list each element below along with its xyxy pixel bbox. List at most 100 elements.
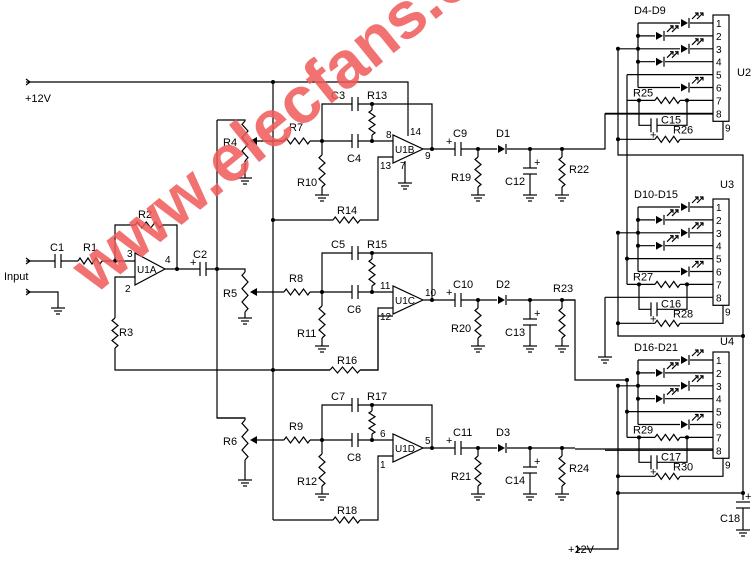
supply-bus bbox=[617, 232, 743, 337]
resistor-r24 bbox=[558, 455, 566, 487]
supply-rail-12v bbox=[26, 81, 409, 136]
led-icon bbox=[681, 356, 688, 364]
pin-number: 3 bbox=[127, 249, 133, 260]
watermark-text: www.elecfans.com bbox=[56, 0, 560, 307]
terminal-arrow-icon bbox=[25, 288, 31, 296]
supply-bus-right bbox=[617, 48, 744, 500]
opamp-u1d-label: U1D bbox=[395, 444, 415, 455]
ic-pin-number: 1 bbox=[716, 203, 722, 214]
cap-wire bbox=[657, 100, 688, 126]
light-emission-arrows-icon bbox=[691, 38, 704, 46]
component-label: C2 bbox=[193, 249, 207, 261]
wiper-arrow-icon bbox=[250, 436, 257, 444]
ch2-to-u4-wire bbox=[562, 299, 627, 381]
resistor-r15 bbox=[368, 258, 376, 287]
component-label: C8 bbox=[347, 452, 361, 464]
wire-gap bbox=[352, 246, 358, 260]
resistor-r16 bbox=[329, 366, 361, 374]
ic-pin-number: 3 bbox=[716, 45, 722, 56]
component-label: R22 bbox=[569, 164, 589, 176]
resistor-r11 bbox=[318, 305, 326, 339]
pin-number: 10 bbox=[425, 288, 437, 299]
component-label: R25 bbox=[633, 87, 653, 99]
ic-pin-number: 5 bbox=[716, 408, 722, 419]
component-label: R16 bbox=[337, 355, 357, 367]
cap-wire bbox=[638, 100, 651, 126]
resistor-r7 bbox=[283, 136, 311, 146]
junction-dot bbox=[430, 147, 434, 151]
supply-label-12v-bottom: +12V bbox=[568, 544, 595, 556]
ic-pin-number: 7 bbox=[716, 433, 722, 444]
component-label: R11 bbox=[297, 328, 316, 340]
component-label: R4 bbox=[223, 137, 237, 149]
pin-number: 14 bbox=[410, 127, 422, 138]
plus-sign: + bbox=[190, 257, 196, 269]
ic-pin-number: 6 bbox=[716, 268, 722, 279]
input-label: Input bbox=[4, 271, 28, 283]
pin-number: 11 bbox=[380, 281, 391, 292]
component-label: R23 bbox=[553, 283, 573, 295]
resistor-r13 bbox=[367, 109, 377, 136]
component-label: R24 bbox=[569, 463, 589, 475]
potentiometer-r5 bbox=[241, 271, 249, 313]
resistor-r17 bbox=[367, 410, 377, 435]
feedback-wire bbox=[321, 404, 433, 448]
component-label: R9 bbox=[289, 421, 303, 433]
pin-number: 9 bbox=[425, 151, 431, 162]
plus-sign: + bbox=[534, 456, 540, 468]
led-group-label: D10-D15 bbox=[634, 189, 678, 201]
led-icon bbox=[656, 368, 663, 377]
terminal-arrow-icon bbox=[25, 78, 31, 86]
ic-pin-number: 9 bbox=[725, 460, 731, 471]
ic-pin-number: 4 bbox=[716, 242, 722, 253]
component-label: R13 bbox=[367, 90, 387, 102]
plus-sign: + bbox=[446, 287, 452, 299]
ic-u3 bbox=[712, 198, 730, 306]
component-label: C11 bbox=[453, 427, 472, 439]
component-label: C1 bbox=[50, 242, 64, 254]
component-label: C13 bbox=[505, 327, 525, 339]
component-label: R6 bbox=[223, 436, 237, 448]
resistor-r19 bbox=[474, 156, 482, 188]
component-label: R26 bbox=[673, 124, 693, 136]
component-label: R2 bbox=[138, 209, 152, 221]
component-label: C18 bbox=[720, 513, 740, 525]
resistor-r28 bbox=[654, 319, 681, 328]
light-emission-arrows-icon bbox=[691, 222, 704, 230]
led-icon bbox=[656, 215, 663, 224]
pin-number: 12 bbox=[380, 312, 392, 323]
component-label: R27 bbox=[633, 271, 653, 283]
resistor-r23 bbox=[558, 307, 566, 339]
light-emission-arrows-icon bbox=[666, 388, 679, 396]
plus-sign: + bbox=[534, 157, 540, 169]
led-icon bbox=[681, 203, 688, 211]
wire-gap bbox=[523, 319, 537, 325]
pin9-wire bbox=[618, 458, 724, 477]
terminal-arrow-icon bbox=[25, 257, 31, 265]
ch1-to-u2-wire bbox=[575, 113, 713, 150]
ic-pin-number: 8 bbox=[716, 293, 722, 304]
resistor-r18 bbox=[332, 516, 361, 524]
ic-label: U2 bbox=[737, 67, 751, 79]
ic-pin-number: 4 bbox=[716, 58, 722, 69]
light-emission-arrows-icon bbox=[691, 76, 704, 84]
resistor-r3 bbox=[111, 317, 119, 349]
junction-dot bbox=[741, 491, 745, 495]
component-label: R14 bbox=[337, 205, 357, 217]
component-label: C4 bbox=[347, 153, 361, 165]
ic-pin-number: 9 bbox=[725, 307, 731, 318]
component-label: R17 bbox=[367, 391, 387, 403]
supply-label-12v-top: +12V bbox=[25, 93, 52, 105]
diode-d3 bbox=[498, 444, 505, 452]
resistor-r30 bbox=[654, 472, 681, 481]
plus-sign: + bbox=[446, 435, 452, 447]
wire-gap bbox=[352, 398, 358, 412]
light-emission-arrows-icon bbox=[666, 362, 679, 370]
wire-gap bbox=[455, 142, 461, 156]
opamp-u1c-label: U1C bbox=[395, 296, 415, 307]
resistor-r9 bbox=[283, 435, 311, 445]
plus-sign: + bbox=[446, 136, 452, 148]
component-label: R30 bbox=[673, 461, 693, 473]
potentiometer-r4 bbox=[241, 120, 249, 162]
